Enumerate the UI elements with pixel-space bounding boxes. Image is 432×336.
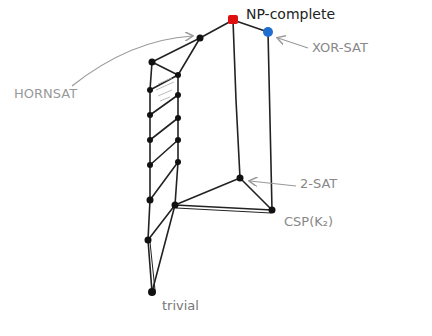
xor-sat-dot [263,27,273,37]
leader-lines [72,36,308,186]
lattice-dots [145,35,276,297]
np-complete-dot [228,15,238,24]
trivial-label: trivial [162,298,199,314]
xor-sat-label: XOR-SAT [312,40,368,56]
csp-label: CSP(K₂) [284,214,333,230]
np-complete-label: NP-complete [246,6,335,22]
hornsat-label: HORNSAT [14,86,77,102]
two-sat-label: 2-SAT [300,176,337,192]
lattice-lines [148,20,272,292]
scribble [156,78,174,101]
